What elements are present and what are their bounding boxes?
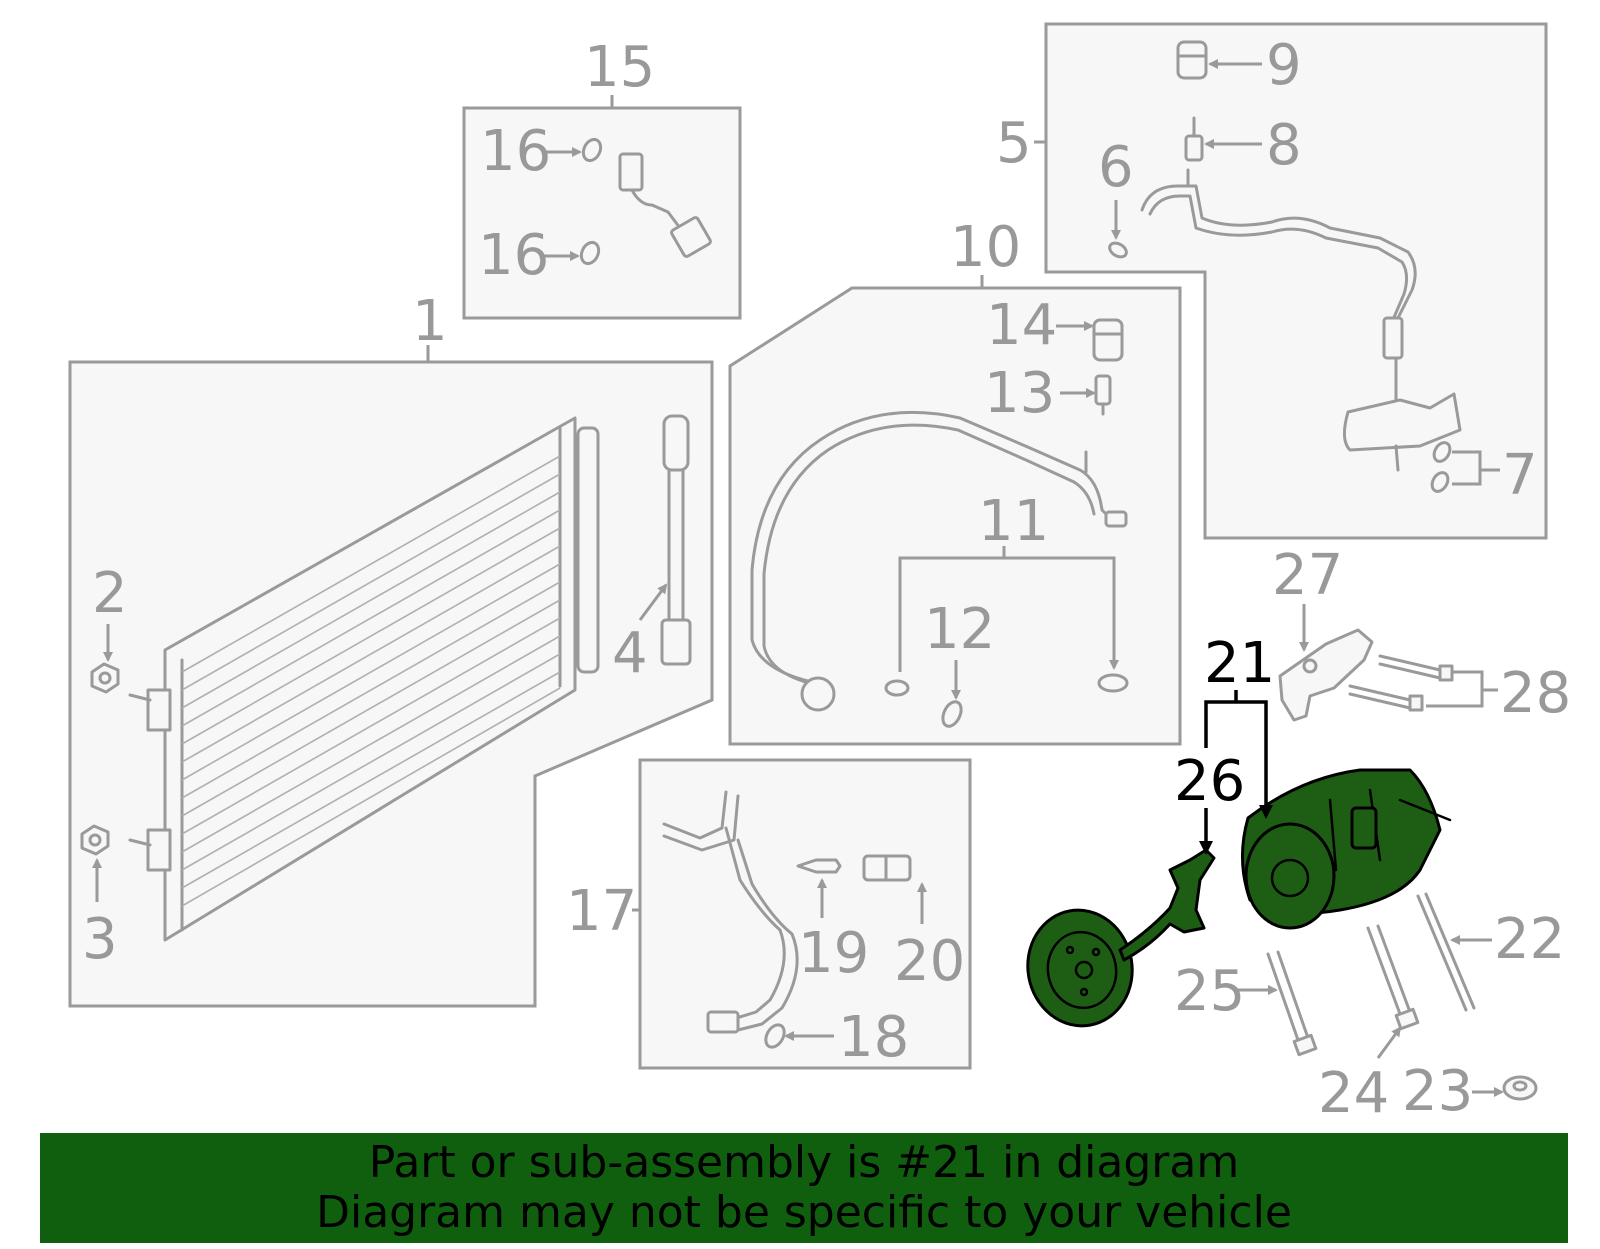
oring-7b-drawing (1430, 471, 1450, 493)
compressor-boss (1350, 806, 1378, 850)
callout-24: 24 (1318, 1061, 1389, 1126)
banner-background (40, 1133, 1568, 1243)
nut-3-drawing (80, 824, 110, 856)
liquid-line-panel (638, 758, 972, 1070)
drier-4-drawing (660, 414, 692, 666)
compressor-front-face (1244, 822, 1336, 930)
valve-19-drawing (796, 858, 842, 874)
callout-20: 20 (894, 929, 965, 994)
callout-6: 6 (1098, 135, 1134, 200)
leader-7 (1452, 450, 1482, 486)
nut-23-drawing (1502, 1075, 1538, 1101)
callout-22: 22 (1494, 907, 1565, 972)
oring-11a-drawing (884, 679, 910, 697)
callout-14: 14 (986, 293, 1057, 358)
callout-19: 19 (798, 921, 869, 986)
bolt-25-drawing (1266, 950, 1318, 1057)
cap-9-drawing (1176, 40, 1208, 80)
oring-7a-drawing (1432, 441, 1452, 463)
callout-11: 11 (978, 489, 1049, 554)
switch-harness-drawing (579, 137, 712, 266)
liquid-line-drawing (662, 790, 799, 1049)
condenser-drawing (128, 416, 600, 942)
callout-2: 2 (92, 561, 128, 626)
suction-line-drawing (1140, 168, 1462, 472)
leader-4 (638, 583, 668, 621)
oring-6-drawing (1108, 241, 1128, 259)
bolt-24-drawing (1366, 924, 1420, 1031)
banner-line-2: Diagram may not be specific to your vehi… (316, 1187, 1292, 1238)
callout-1: 1 (412, 289, 448, 354)
banner-line-1: Part or sub-assembly is #21 in diagram (368, 1137, 1240, 1188)
info-banner: Part or sub-assembly is #21 in diagram D… (40, 1133, 1568, 1243)
callout-17: 17 (566, 879, 637, 944)
valve-13-drawing (1094, 374, 1112, 416)
switch-20-drawing (862, 854, 912, 882)
oring-12-drawing (941, 700, 963, 728)
compressor-assembly-highlight[interactable] (1019, 768, 1452, 1034)
leader-24 (1376, 1026, 1402, 1059)
bolt-28a-drawing (1378, 654, 1454, 682)
oring-11b-drawing (1097, 673, 1129, 693)
callout-13: 13 (984, 361, 1055, 426)
pressure-switch-panel (462, 106, 742, 320)
callout-27: 27 (1272, 543, 1343, 608)
callout-18: 18 (838, 1005, 909, 1070)
callout-23: 23 (1402, 1059, 1473, 1124)
callout-8: 8 (1266, 113, 1302, 178)
bolt-28b-drawing (1348, 684, 1424, 712)
callout-25: 25 (1174, 959, 1245, 1024)
callout-5: 5 (996, 111, 1032, 176)
discharge-line-panel (728, 286, 1182, 746)
cap-14-drawing (1092, 318, 1124, 362)
bracket-27-drawing (1278, 628, 1374, 722)
nut-2-drawing (90, 662, 120, 694)
callout-12: 12 (924, 597, 995, 662)
callout-9: 9 (1266, 33, 1302, 98)
callout-16a: 16 (480, 119, 551, 184)
callout-26: 26 (1174, 749, 1245, 814)
callout-28: 28 (1500, 661, 1571, 726)
callout-4: 4 (612, 621, 648, 686)
leader-11 (898, 556, 1119, 672)
callout-7: 7 (1502, 443, 1538, 508)
valve-8-drawing (1184, 116, 1204, 162)
discharge-line-drawing (750, 410, 1128, 712)
stud-22-drawing (1416, 892, 1476, 1012)
clutch-pulley[interactable] (1019, 902, 1142, 1034)
callout-21: 21 (1204, 631, 1275, 696)
callout-10: 10 (950, 215, 1021, 280)
callout-15: 15 (584, 35, 655, 100)
callout-16b: 16 (478, 223, 549, 288)
clutch-coil-harness[interactable] (1118, 848, 1216, 962)
callout-3: 3 (82, 907, 118, 972)
